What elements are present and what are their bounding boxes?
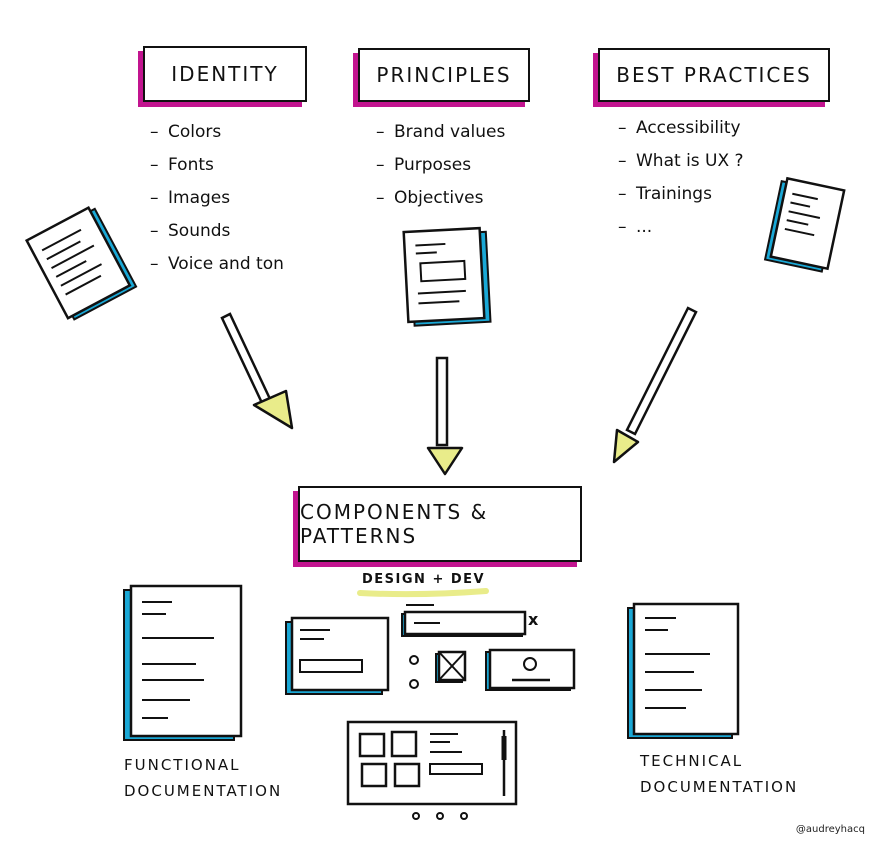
document-icon — [24, 205, 138, 321]
components-title-box: COMPONENTS & PATTERNS — [298, 486, 582, 562]
best-practices-list: –Accessibility –What is UX ? –Trainings … — [618, 112, 744, 244]
list-item: –What is UX ? — [618, 151, 744, 171]
functional-documentation-label: FUNCTiONAL DOCUMENTATiON — [124, 756, 283, 800]
technical-documentation-label: TECHNiCAL DOCUMENTATiON — [640, 752, 799, 796]
technical-documentation-icon — [627, 602, 740, 739]
close-icon: x — [528, 610, 539, 629]
arrow-principles — [426, 356, 464, 476]
list-item: –Objectives — [376, 188, 484, 208]
document-icon — [763, 176, 846, 273]
design-dev-subtitle: DESIGN + DEV — [362, 572, 486, 587]
principles-title: PRINCIPLES — [376, 63, 512, 87]
best-practices-title-box: BEST PRACTICES — [598, 48, 830, 102]
list-item: –... — [618, 217, 653, 237]
author-credit: @audreyhacq — [795, 824, 865, 835]
list-item: –Images — [150, 188, 231, 208]
identity-title-box: iDENTITY — [143, 46, 307, 102]
gallery-sketch — [346, 720, 518, 820]
image-placeholder-sketch — [435, 650, 467, 683]
list-item: –Fonts — [150, 155, 214, 175]
input-sketch — [401, 604, 527, 637]
list-item: –Voice and ton — [150, 254, 284, 274]
identity-list: –Colors –Fonts –Images –Sounds –Voice an… — [150, 116, 284, 281]
list-item: –Trainings — [618, 184, 712, 204]
highlight-underline — [357, 588, 489, 598]
list-item: –Colors — [150, 122, 222, 142]
principles-title-box: PRINCIPLES — [358, 48, 530, 102]
list-item: –Brand values — [376, 122, 506, 142]
best-practices-title: BEST PRACTICES — [616, 63, 812, 87]
radio-sketch — [409, 655, 419, 665]
list-item: –Accessibility — [618, 118, 741, 138]
principles-list: –Brand values –Purposes –Objectives — [376, 116, 505, 215]
card-sketch — [285, 616, 390, 695]
list-item: –Sounds — [150, 221, 231, 241]
document-icon — [402, 226, 492, 327]
identity-title: iDENTITY — [171, 62, 279, 86]
list-item: –Purposes — [376, 155, 472, 175]
arrow-best-practices — [612, 306, 698, 464]
radio-sketch — [409, 679, 419, 689]
functional-documentation-icon — [123, 584, 243, 741]
profile-card-sketch — [485, 648, 576, 691]
arrow-identity — [220, 312, 294, 430]
components-title: COMPONENTS & PATTERNS — [300, 500, 489, 548]
